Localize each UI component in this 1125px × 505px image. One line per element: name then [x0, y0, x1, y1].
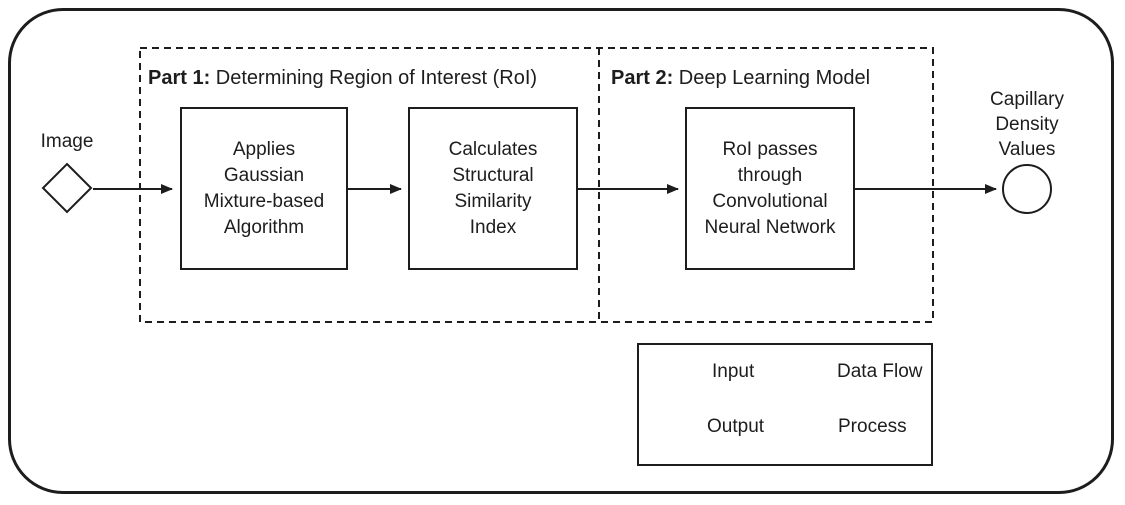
input-diamond-shape	[41, 162, 93, 214]
legend-label-data-flow: Data Flow	[837, 361, 923, 382]
output-label: Capillary Density Values	[990, 89, 1064, 160]
parts-dashed-boundary	[139, 47, 934, 323]
part2-header-text: Deep Learning Model	[673, 67, 871, 89]
part2-header-prefix: Part 2:	[611, 67, 674, 89]
process-box-structural-similarity: Calculates Structural Similarity Index	[408, 107, 578, 270]
legend-label-output: Output	[707, 416, 765, 437]
process-box-gaussian-mixture: Applies Gaussian Mixture-based Algorithm	[180, 107, 348, 270]
process-box-cnn: RoI passes through Convolutional Neural …	[685, 107, 855, 270]
part2-header: Part 2: Deep Learning Model	[611, 67, 870, 90]
part1-header: Part 1: Determining Region of Interest (…	[148, 67, 537, 90]
diagram-outer-border	[8, 8, 1114, 494]
legend-label-input: Input	[712, 361, 755, 382]
part1-header-text: Determining Region of Interest (RoI)	[210, 67, 538, 89]
legend-label-process: Process	[838, 416, 907, 437]
output-circle-shape	[1002, 164, 1052, 214]
input-label: Image	[40, 131, 94, 152]
part1-header-prefix: Part 1:	[148, 67, 211, 89]
legend-box	[637, 343, 933, 466]
